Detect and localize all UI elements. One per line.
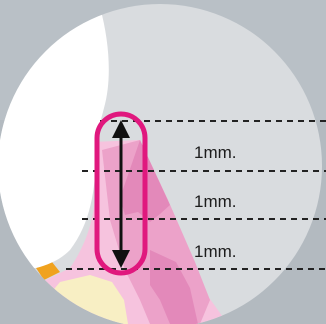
measurement-label-1: 1mm.	[194, 143, 237, 162]
measurement-label-3: 1mm.	[194, 242, 237, 261]
measurement-label-2: 1mm.	[194, 192, 237, 211]
